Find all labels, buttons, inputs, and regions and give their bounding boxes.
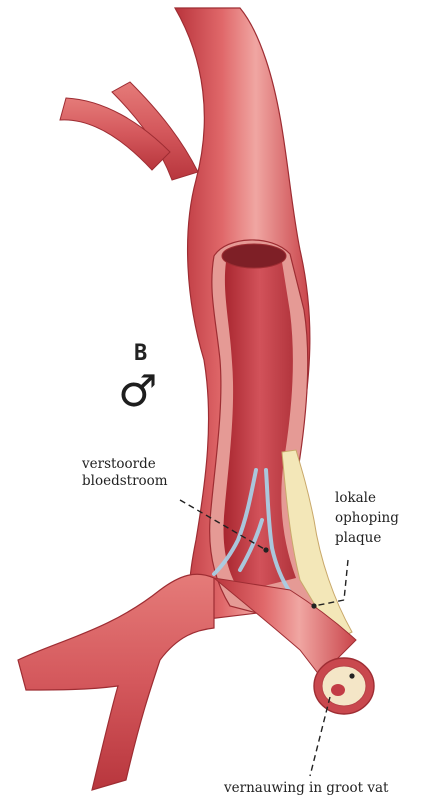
artery-lumen xyxy=(224,252,296,593)
lower-left-branch xyxy=(18,574,214,790)
label-disturbed-flow-1: verstoorde xyxy=(81,456,156,472)
panel-letter: B xyxy=(134,341,147,366)
label-disturbed-flow-2: bloedstroom xyxy=(82,473,168,489)
label-plaque-1: lokale xyxy=(335,490,376,506)
male-symbol: ♂ xyxy=(118,366,157,417)
label-plaque-2: ophoping xyxy=(335,510,399,526)
label-plaque-3: plaque xyxy=(335,530,381,546)
label-narrowing: vernauwing in groot vat xyxy=(223,780,389,796)
